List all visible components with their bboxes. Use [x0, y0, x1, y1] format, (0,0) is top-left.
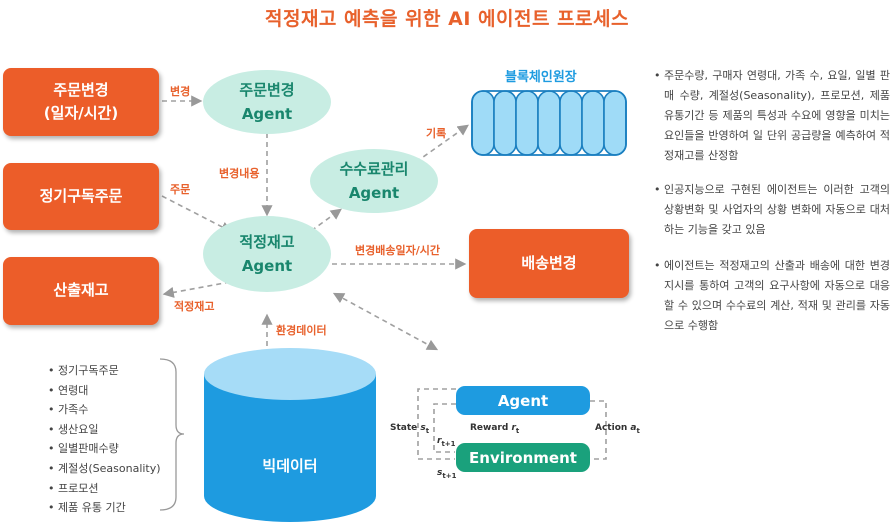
description-bullet-1: •주문수량, 구매자 연령대, 가족 수, 요일, 일별 판매 수량, 계절성(… [654, 69, 890, 162]
order-change-label: 주문변경 (일자/시간) [43, 80, 119, 122]
rl-action-loop [590, 400, 607, 460]
list-item: • 프로모션 [48, 481, 99, 495]
subscription-label: 정기구독주문 [39, 186, 123, 205]
list-item: • 가족수 [48, 403, 89, 417]
rl-state-loop [417, 388, 456, 460]
edge-label-order: 주문 [170, 183, 191, 196]
list-brace [159, 358, 185, 511]
calc-stock-box: 산출재고 [3, 257, 159, 325]
rl-reward-label: Reward rt [470, 423, 520, 435]
arrow-to-supply [303, 208, 342, 237]
stock-agent-sub: Agent [241, 257, 293, 275]
blockchain-ledger-icon [471, 90, 627, 156]
order-change-agent-name: 주문변경 [239, 81, 295, 99]
description-bullet-2: •인공지능으로 구현된 에이전트는 이러한 고객의 상황변화 및 사업자의 상황… [654, 183, 890, 236]
edge-label-record: 기록 [426, 127, 447, 140]
blockchain-label: 블록체인원장 [505, 70, 577, 85]
rl-state-label: State st [390, 423, 430, 435]
arrow-proper-stock [162, 281, 231, 298]
big-data-factor-list: • 정기구독주문 • 연령대 • 가족수 • 생산요일 • 일별판매수량 • 계… [48, 361, 161, 518]
calc-stock-label: 산출재고 [53, 281, 109, 300]
big-data-cylinder [204, 348, 376, 522]
list-item: • 제품 유통 기간 [48, 501, 126, 515]
big-data-label: 빅데이터 [262, 457, 318, 475]
list-item: • 계절성(Seasonality) [48, 461, 161, 475]
rl-action-label: Action at [595, 423, 640, 435]
delivery-change-box: 배송변경 [469, 229, 629, 298]
stock-agent: 적정재고 Agent [203, 216, 331, 292]
list-item: • 일별판매수량 [48, 442, 119, 456]
description-panel-2: •인공지능으로 구현된 에이전트는 이러한 고객의 상황변화 및 사업자의 상황… [654, 180, 890, 240]
edge-label-proper-stock: 적정재고 [174, 300, 215, 313]
description-bullet-3: •에이전트는 적정재고의 산출과 배송에 대한 변경 지시를 통하여 고객의 요… [654, 259, 890, 332]
rl-reward-loop [433, 403, 456, 453]
subscription-box: 정기구독주문 [3, 163, 159, 230]
order-change-agent-sub: Agent [241, 105, 293, 123]
supply-agent: 수수료관리 Agent [310, 149, 438, 213]
arrow-record [415, 124, 469, 163]
edge-label-change-content: 변경내용 [219, 167, 260, 180]
arrow-order [161, 195, 233, 233]
edge-label-change: 변경 [170, 85, 191, 98]
edge-label-env-data: 환경데이터 [276, 324, 327, 337]
rl-reward-next-label: rt+1 [437, 436, 456, 448]
rl-environment-box: Environment [456, 443, 590, 472]
page-title: 적정재고 예측을 위한 AI 에이전트 프로세스 [264, 8, 629, 30]
rl-environment-label: Environment [469, 448, 577, 467]
arrow-rl-link [332, 292, 439, 351]
description-panel-3: •에이전트는 적정재고의 산출과 배송에 대한 변경 지시를 통하여 고객의 요… [654, 256, 890, 336]
supply-agent-name: 수수료관리 [339, 160, 409, 178]
rl-agent-box: Agent [456, 386, 590, 415]
rl-state-next-label: st+1 [437, 468, 457, 480]
list-item: • 정기구독주문 [48, 364, 119, 377]
description-panel: •주문수량, 구매자 연령대, 가족 수, 요일, 일별 판매 수량, 계절성(… [654, 66, 890, 166]
list-item: • 생산요일 [48, 422, 99, 436]
order-change-box: 주문변경 (일자/시간) [3, 68, 159, 136]
stock-agent-name: 적정재고 [239, 233, 295, 251]
list-item: • 연령대 [48, 383, 89, 397]
order-change-agent: 주문변경 Agent [203, 70, 331, 134]
edge-label-delivery: 변경배송일자/시간 [355, 244, 440, 257]
supply-agent-sub: Agent [348, 184, 400, 202]
delivery-change-label: 배송변경 [521, 253, 577, 272]
rl-agent-label: Agent [497, 391, 549, 410]
